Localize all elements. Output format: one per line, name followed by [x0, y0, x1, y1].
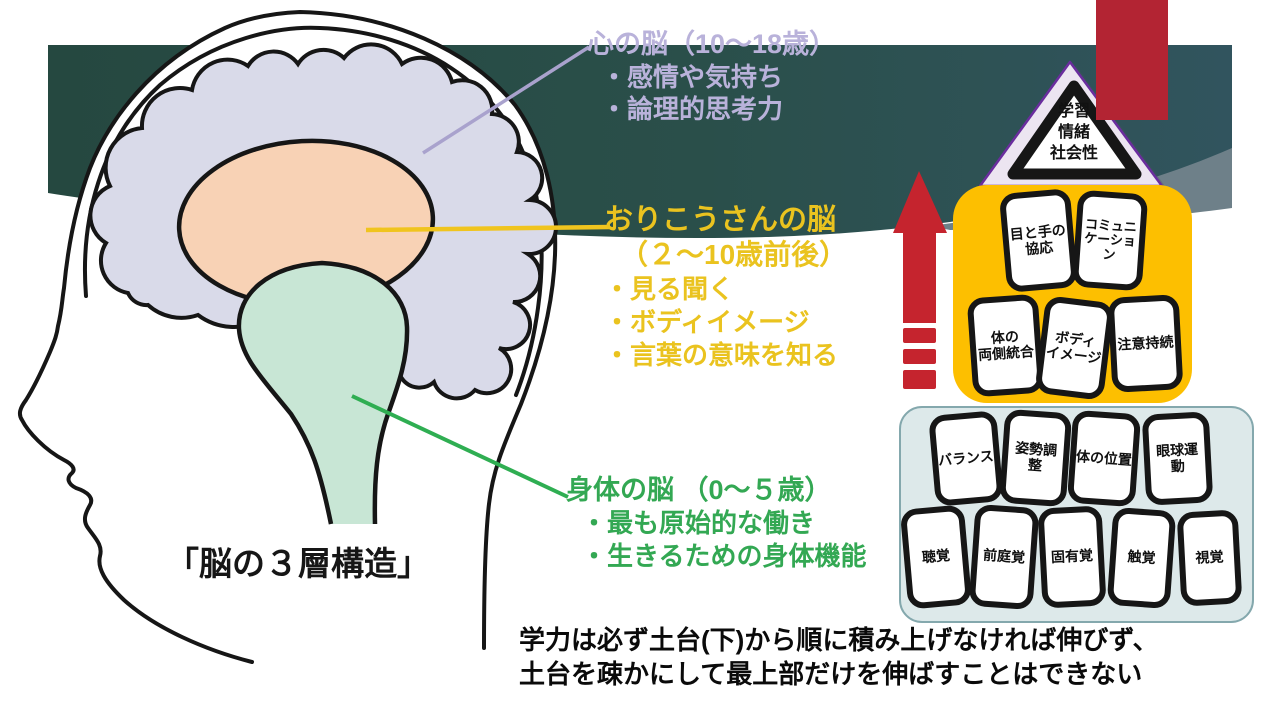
mind-callout-line — [422, 45, 590, 155]
caption-line-2: 土台を疎かにして最上部だけを伸ばすことはできない — [519, 659, 1143, 689]
smart-callout-line — [365, 224, 611, 233]
growth-arrow-icon — [893, 171, 947, 389]
card-proprioception: 固有覚 — [1037, 505, 1107, 609]
caption-line-1: 学力は必ず土台(下)から順に積み上げなければ伸びず、 — [519, 625, 1159, 655]
head-outline — [17, 9, 558, 664]
mind-brain-bullet-2: ・論理的思考力 — [601, 94, 784, 124]
mind-brain-title: 心の脳（10～18歳） — [587, 29, 837, 59]
smart-brain-subtitle: （２～10歳前後） — [620, 239, 848, 270]
body-callout-line — [351, 394, 569, 499]
pyramid-top-triangle-inner — [1007, 80, 1142, 180]
red-flag — [1096, 0, 1168, 120]
smart-brain-bullet-3: ・言葉の意味を知る — [604, 340, 839, 370]
body-brain-bullet-1: ・最も原始的な働き — [581, 508, 816, 538]
card-touch: 触覚 — [1106, 506, 1177, 610]
smart-brain-bullet-2: ・ボディイメージ — [604, 307, 810, 337]
body-brain-title: 身体の脳 （0～５歳） — [566, 475, 832, 505]
card-bilateral-integration: 体の 両側統合 — [966, 293, 1045, 398]
card-vision: 視覚 — [1176, 509, 1243, 607]
card-balance: バランス — [928, 410, 1004, 507]
pyramid-top-label: 学習 情緒 社会性 — [1049, 103, 1098, 162]
smart-brain-bullet-1: ・見る聞く — [604, 274, 735, 304]
skull-inner-line — [82, 25, 544, 397]
card-body-image: ボディ イメージ — [1034, 295, 1115, 401]
card-communication: コミュニ ケーション — [1071, 189, 1149, 292]
card-eye-hand-coordination: 目と手の 協応 — [998, 188, 1079, 293]
card-vestibular: 前庭覚 — [968, 503, 1040, 611]
brain-layers-label: 「脳の３層構造」 — [166, 545, 430, 582]
smart-brain-title: おりこうさんの脳 — [604, 204, 837, 236]
card-posture-adjustment: 姿勢調整 — [998, 408, 1073, 508]
card-attention-span: 注意持続 — [1107, 294, 1184, 393]
card-body-position: 体の位置 — [1066, 409, 1142, 508]
brainstem-shape — [238, 263, 408, 524]
body-brain-bullet-2: ・生きるための身体機能 — [581, 541, 867, 571]
card-hearing: 聴覚 — [899, 504, 973, 610]
mind-brain-bullet-1: ・感情や気持ち — [601, 62, 784, 92]
card-eye-movement: 眼球運動 — [1141, 411, 1214, 506]
